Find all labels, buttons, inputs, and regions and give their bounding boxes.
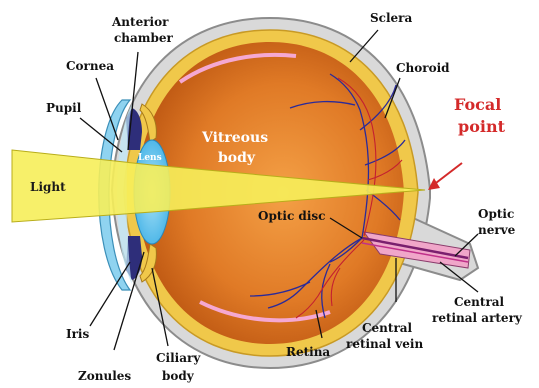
focal-point-label: Focal [454, 95, 501, 114]
optic-nerve-label: Optic [478, 207, 514, 221]
ciliary-body-label: Ciliary [156, 351, 201, 365]
pupil-label: Pupil [46, 101, 82, 115]
choroid-label: Choroid [396, 61, 450, 75]
iris-label: Iris [66, 327, 89, 341]
zonules-label: Zonules [78, 369, 131, 383]
vitreous-body-label-line2: body [218, 150, 256, 166]
light-label: Light [30, 180, 66, 194]
cornea-label: Cornea [66, 59, 114, 73]
focal-point-label-line2: point [458, 117, 506, 136]
central-retinal-artery-label: Central [454, 295, 505, 309]
optic-disc-label: Optic disc [258, 209, 325, 223]
lens-label: Lens [138, 153, 162, 163]
optic-nerve-label-line2: nerve [478, 223, 516, 237]
central-retinal-vein-label-line2: retinal vein [346, 337, 423, 351]
ciliary-body-label-line2: body [162, 369, 195, 383]
vitreous-body-label: Vitreous [201, 130, 268, 146]
sclera-label: Sclera [370, 11, 412, 25]
central-retinal-artery-label-line2: retinal artery [432, 311, 523, 325]
anterior-chamber-label-line2: chamber [114, 31, 174, 45]
anterior-chamber-label: Anterior [111, 15, 169, 29]
retina-label: Retina [286, 345, 330, 359]
central-retinal-vein-label: Central [362, 321, 413, 335]
